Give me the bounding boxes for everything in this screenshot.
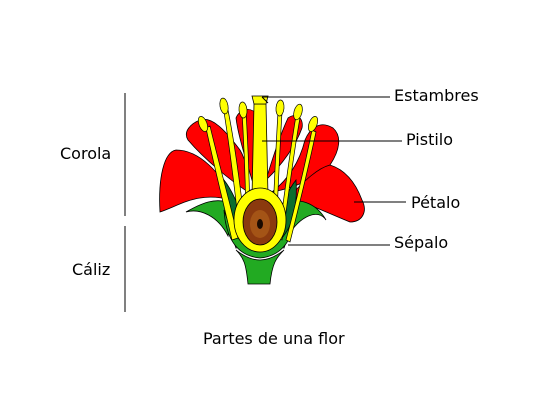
leader-line-estambres-tick	[261, 96, 269, 104]
stamen-anther-4	[275, 99, 285, 117]
stamen-anther-2	[219, 97, 229, 115]
stamen-filament-1	[205, 125, 239, 241]
stamen-anther-5	[293, 103, 303, 121]
stamen-anther-1	[198, 116, 208, 132]
pistil-style	[251, 103, 269, 197]
leader-lines	[261, 96, 406, 246]
pistil-stigma	[251, 95, 269, 105]
label-calyx: Cáliz	[72, 260, 111, 279]
label-sepal: Sépalo	[394, 233, 449, 252]
label-corolla: Corola	[60, 144, 112, 163]
stamen-anther-3	[238, 101, 248, 119]
label-stamens: Estambres	[394, 86, 479, 105]
diagram-caption: Partes de una flor	[203, 329, 345, 348]
stem	[235, 249, 285, 285]
label-pistil: Pistilo	[406, 130, 454, 149]
stamen-anther-6	[308, 116, 318, 132]
ovule	[257, 219, 263, 229]
petal-front-right	[287, 164, 365, 223]
pistil	[233, 95, 287, 253]
label-petal: Pétalo	[411, 193, 461, 212]
stamen-filament-6	[285, 129, 317, 243]
petal-front-left	[159, 149, 233, 213]
